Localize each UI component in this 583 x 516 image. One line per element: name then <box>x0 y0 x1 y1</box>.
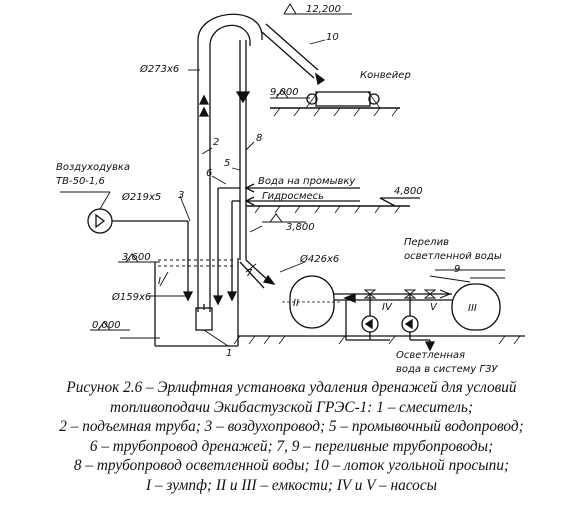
elev-12200: 12,200 <box>306 4 341 15</box>
pump-V <box>401 315 419 333</box>
caption-line: I – зумпф; II и III – емкости; IV и V – … <box>146 476 437 494</box>
label-7: 7 <box>246 268 253 279</box>
caption-line: топливоподачи Экибастузской ГРЭС-1: 1 – … <box>110 398 473 416</box>
flow-arrow-down <box>235 91 251 104</box>
hydromix-label: Гидросмесь <box>262 191 324 202</box>
label-1: 1 <box>226 348 232 359</box>
pipe-219: Ø219x5 <box>121 191 161 203</box>
overflow-line2: осветленной воды <box>404 251 502 262</box>
label-3: 3 <box>178 190 184 201</box>
overflow-line1: Перелив <box>404 237 449 248</box>
label-I: I <box>158 276 161 287</box>
elev-3800: 3,800 <box>286 222 315 233</box>
overflow-9 <box>334 289 452 352</box>
pump-IV <box>361 315 379 333</box>
sump-I <box>120 258 239 347</box>
elev-3600: 3,600 <box>122 252 151 263</box>
tank-II <box>282 275 342 329</box>
clarified-line1: Осветленная <box>396 350 465 361</box>
label-III: III <box>468 303 477 314</box>
elev-9000: 9,000 <box>270 87 299 98</box>
blower-line2: ТВ-50-1,6 <box>56 176 105 187</box>
flow-arrow-right <box>262 274 276 285</box>
label-9: 9 <box>454 264 460 275</box>
figure-caption: Рисунок 2.6 – Эрлифтная установка удален… <box>8 378 575 512</box>
chute-10 <box>261 23 326 86</box>
elevation-markers <box>90 3 420 331</box>
elev-4800: 4,800 <box>394 186 423 197</box>
pipe-8 <box>239 40 271 289</box>
conveyor-floor <box>270 107 400 117</box>
label-5: 5 <box>224 158 230 169</box>
air-pipe-3 <box>87 208 194 302</box>
pipe-426: Ø426x6 <box>299 253 339 265</box>
tank-III <box>451 283 501 331</box>
label-II: II <box>293 298 299 309</box>
label-6: 6 <box>206 168 212 179</box>
conveyor <box>305 91 381 109</box>
leaders <box>60 39 471 347</box>
label-2: 2 <box>213 137 219 148</box>
label-10: 10 <box>326 32 339 43</box>
blower-line1: Воздуходувка <box>56 162 130 173</box>
caption-line: 8 – трубопровод осветленной воды; 10 – л… <box>73 457 510 475</box>
label-8: 8 <box>256 133 262 144</box>
wash-water-label: Вода на промывку <box>258 176 356 187</box>
pipe-159: Ø159x6 <box>111 291 151 303</box>
drain-6 <box>226 196 360 302</box>
wash-water-5 <box>212 183 360 306</box>
pipe-273: Ø273x6 <box>139 63 179 75</box>
label-V: V <box>430 302 438 313</box>
flow-arrow-up <box>198 94 210 105</box>
lift-pipe-2 <box>197 13 263 312</box>
flow-arrow-up <box>198 106 210 117</box>
floor-0 <box>233 335 525 345</box>
caption-line: 2 – подъемная труба; 3 – воздухопровод; … <box>59 418 524 436</box>
clarified-line2: вода в систему ГЗУ <box>396 364 498 375</box>
airlift-diagram: 12,200 10 Ø273x6 Конвейер 9,000 8 2 5 6 … <box>56 3 525 375</box>
caption-line: Рисунок 2.6 – Эрлифтная установка удален… <box>66 379 517 396</box>
elev-0000: 0,000 <box>92 320 121 331</box>
conveyor-label: Конвейер <box>360 70 411 81</box>
caption-line: 6 – трубопровод дренажей; 7, 9 – перелив… <box>89 437 494 455</box>
mixer-1 <box>195 304 213 331</box>
label-IV: IV <box>382 302 393 313</box>
